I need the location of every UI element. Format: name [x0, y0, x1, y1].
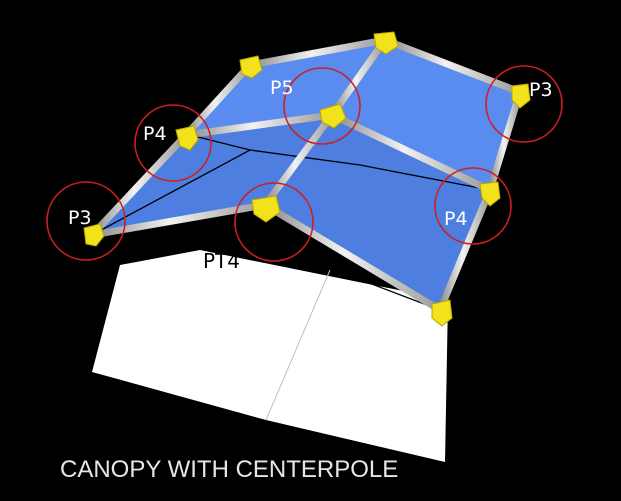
- circle-pt4: [234, 182, 314, 262]
- label-p3-right: P3: [529, 79, 553, 101]
- circle-p3-right: [485, 65, 563, 143]
- circle-p4-left: [134, 104, 212, 182]
- fitting-p5: [319, 103, 347, 129]
- label-pt4: PT4: [203, 249, 240, 273]
- fitting-top: [373, 31, 399, 55]
- canopy-back-left: [92, 40, 385, 235]
- fitting-front-right: [431, 299, 453, 327]
- label-p5: P5: [270, 77, 294, 99]
- fittings: [83, 31, 531, 327]
- fitting-p4-right: [479, 181, 501, 207]
- fitting-pt4: [251, 195, 281, 223]
- circle-p3-left: [46, 181, 126, 261]
- fitting-p3-right: [511, 83, 531, 109]
- circle-p4-right: [434, 167, 512, 245]
- label-p4-right: P4: [444, 208, 468, 230]
- floor-centerline: [265, 269, 331, 421]
- circle-p5: [283, 67, 361, 145]
- fitting-p4-left: [175, 125, 199, 151]
- diagram-caption: CANOPY WITH CENTERPOLE: [60, 456, 399, 483]
- fitting-top-left: [239, 55, 263, 79]
- canopy-front-left: [92, 115, 332, 235]
- label-p3-left: P3: [68, 207, 92, 229]
- roof-seam-1: [91, 149, 491, 236]
- fitting-p3-left: [83, 223, 105, 247]
- label-p4-left: P4: [143, 123, 167, 145]
- roof-seam-3: [189, 134, 251, 151]
